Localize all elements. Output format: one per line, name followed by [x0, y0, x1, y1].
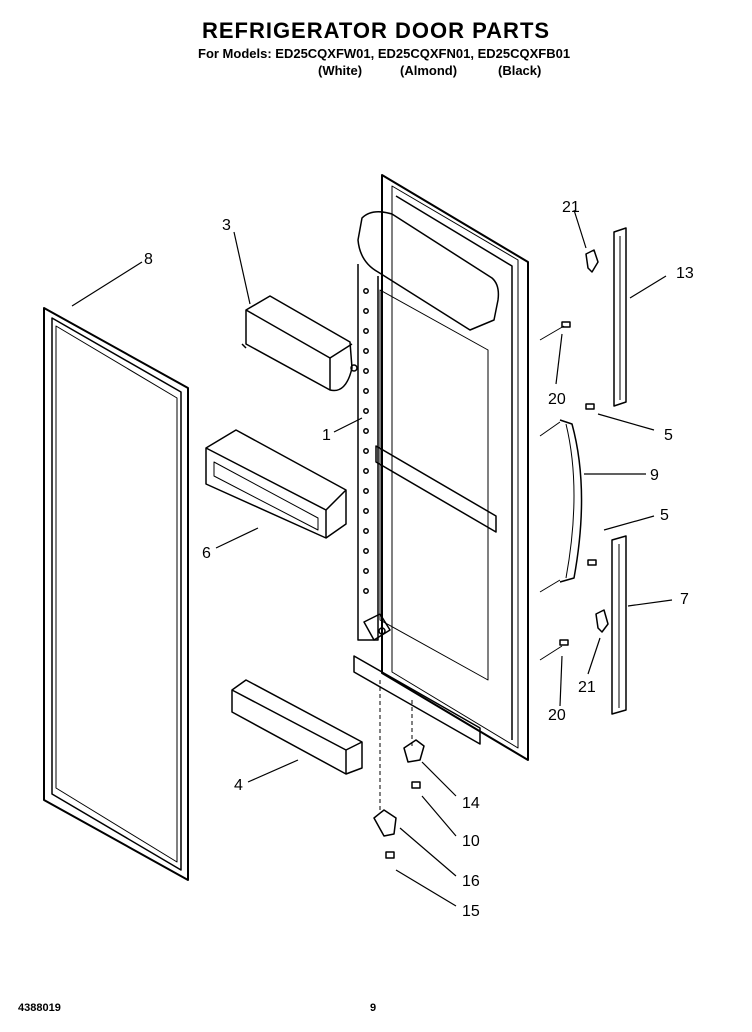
part-hardware: [373, 249, 609, 859]
callout-21-upper: 21: [562, 199, 580, 216]
color-almond: (Almond): [400, 63, 458, 78]
callout-3: 3: [222, 217, 231, 234]
color-white: (White): [318, 63, 363, 78]
callout-20-upper: 20: [548, 391, 566, 408]
callout-4: 4: [234, 777, 243, 794]
leader-lines: [71, 209, 673, 907]
callout-7: 7: [680, 591, 689, 608]
callout-14: 14: [462, 795, 480, 812]
doc-number: 4388019: [18, 1002, 61, 1014]
callout-20-lower: 20: [548, 707, 566, 724]
color-black: (Black): [498, 63, 542, 78]
callout-10: 10: [462, 833, 480, 850]
callout-21-lower: 21: [578, 679, 596, 696]
callout-9: 9: [650, 467, 659, 484]
part-handle: [539, 419, 583, 593]
part-door-shelf: [231, 679, 363, 775]
page-title: REFRIGERATOR DOOR PARTS: [201, 18, 551, 43]
callout-1: 1: [322, 427, 331, 444]
part-door-liner: [353, 174, 529, 761]
callout-6: 6: [202, 545, 211, 562]
callout-5-lower: 5: [660, 507, 669, 524]
page-number: 9: [370, 1002, 377, 1014]
models-line: For Models: ED25CQXFW01, ED25CQXFN01, ED…: [198, 46, 571, 61]
part-trim-strips: [611, 227, 627, 715]
callout-8: 8: [144, 251, 153, 268]
part-dairy-door: [241, 295, 358, 392]
callout-15: 15: [462, 903, 480, 920]
callout-16: 16: [462, 873, 480, 890]
part-door-gasket: [43, 307, 189, 881]
part-door-bin: [205, 429, 347, 539]
callout-13: 13: [676, 265, 694, 282]
callout-labels: 1 3 4 5 5 6 7 8 9 10 13 14 15 16 20 20 2…: [144, 199, 694, 920]
callout-5-upper: 5: [664, 427, 673, 444]
